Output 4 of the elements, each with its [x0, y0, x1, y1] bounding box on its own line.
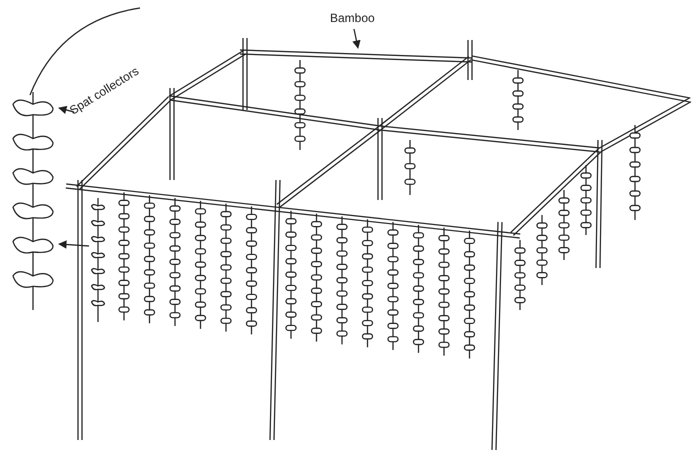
part-label: Bamboo	[330, 12, 378, 28]
leader-arrow	[58, 240, 90, 249]
leader-arrow	[58, 106, 74, 114]
leader-arrow	[352, 28, 361, 49]
